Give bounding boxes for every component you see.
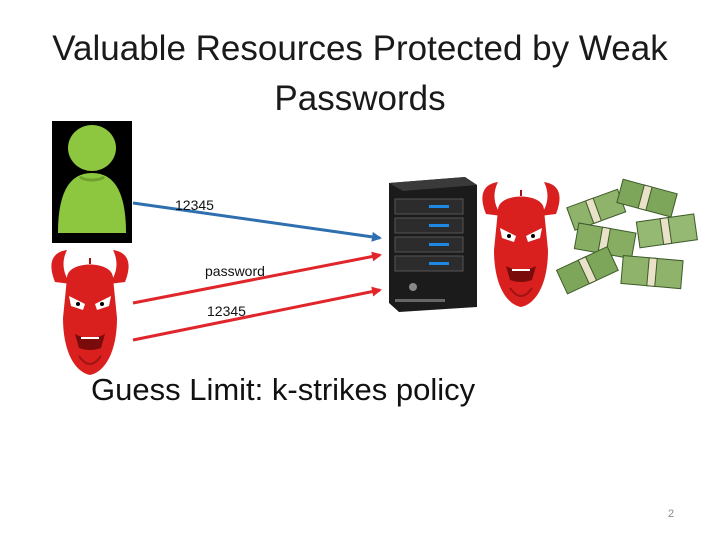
title-line-2: Passwords [274, 79, 446, 118]
attacker-guess-label-1: password [205, 263, 265, 279]
title-line-1: Valuable Resources Protected by Weak [52, 29, 668, 68]
server-icon [389, 177, 477, 312]
user-password-label: 12345 [175, 197, 214, 213]
attacker-guess-label-2: 12345 [207, 303, 246, 319]
page-number: 2 [668, 508, 675, 520]
thief-devil-icon [482, 182, 560, 307]
money-icon [556, 178, 698, 295]
attacker-guess-arrow-2 [132, 286, 382, 342]
attacker-guess-arrow-1 [132, 251, 382, 305]
attacker-devil-icon [51, 250, 129, 375]
slide-title: Valuable Resources Protected by Weak Pas… [20, 24, 700, 124]
user-login-arrow [132, 201, 382, 242]
user-icon [52, 121, 132, 243]
policy-text: Guess Limit: k-strikes policy [91, 372, 476, 407]
